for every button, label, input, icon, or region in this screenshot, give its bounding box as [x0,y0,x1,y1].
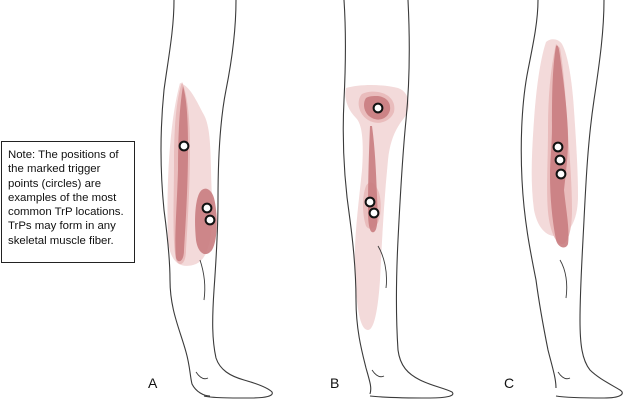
leg-panel-b [342,0,454,399]
trigger-point-a-2 [201,202,213,214]
ankle-line-c [557,371,571,380]
leg-outline-c-front [520,0,557,389]
trigger-point-b-1 [372,102,384,114]
note-line: skeletal muscle fiber. [8,234,114,247]
note-line: TrPs may form in any [8,220,116,233]
panel-label-a: A [148,375,158,391]
note-line: examples of the most [8,191,117,204]
leg-outline-c-back [555,0,623,399]
leg-panel-c [520,0,623,399]
panel-label-b: B [330,375,340,391]
leg-outline-b-front [342,0,372,395]
leg-panel-a [160,0,273,399]
trigger-point-c-3 [555,168,567,180]
note-line: points (circles) are [8,177,102,190]
note-line: Note: The positions of [8,149,119,161]
muscle-band-a-long [175,86,188,262]
trigger-point-b-2 [364,196,376,208]
knee-line-b [377,245,387,289]
knee-line-a [199,259,206,301]
trigger-point-a-1 [178,140,190,152]
note-line: common TrP locations. [8,206,124,219]
panel-label-c: C [504,375,515,391]
leg-outline-b-back [369,0,454,399]
leg-outline-a-front [160,0,211,397]
note-box: Note: The positions of the marked trigge… [1,141,135,263]
trigger-point-a-3 [204,214,216,226]
knee-line-c [559,259,568,299]
leg-outline-a-back [203,0,273,399]
trigger-point-b-3 [368,207,380,219]
note-line: the marked trigger [8,163,101,176]
trigger-point-c-2 [554,154,566,166]
ankle-line-a [195,371,209,380]
trigger-point-c-1 [552,141,564,153]
ankle-line-b [371,369,385,378]
